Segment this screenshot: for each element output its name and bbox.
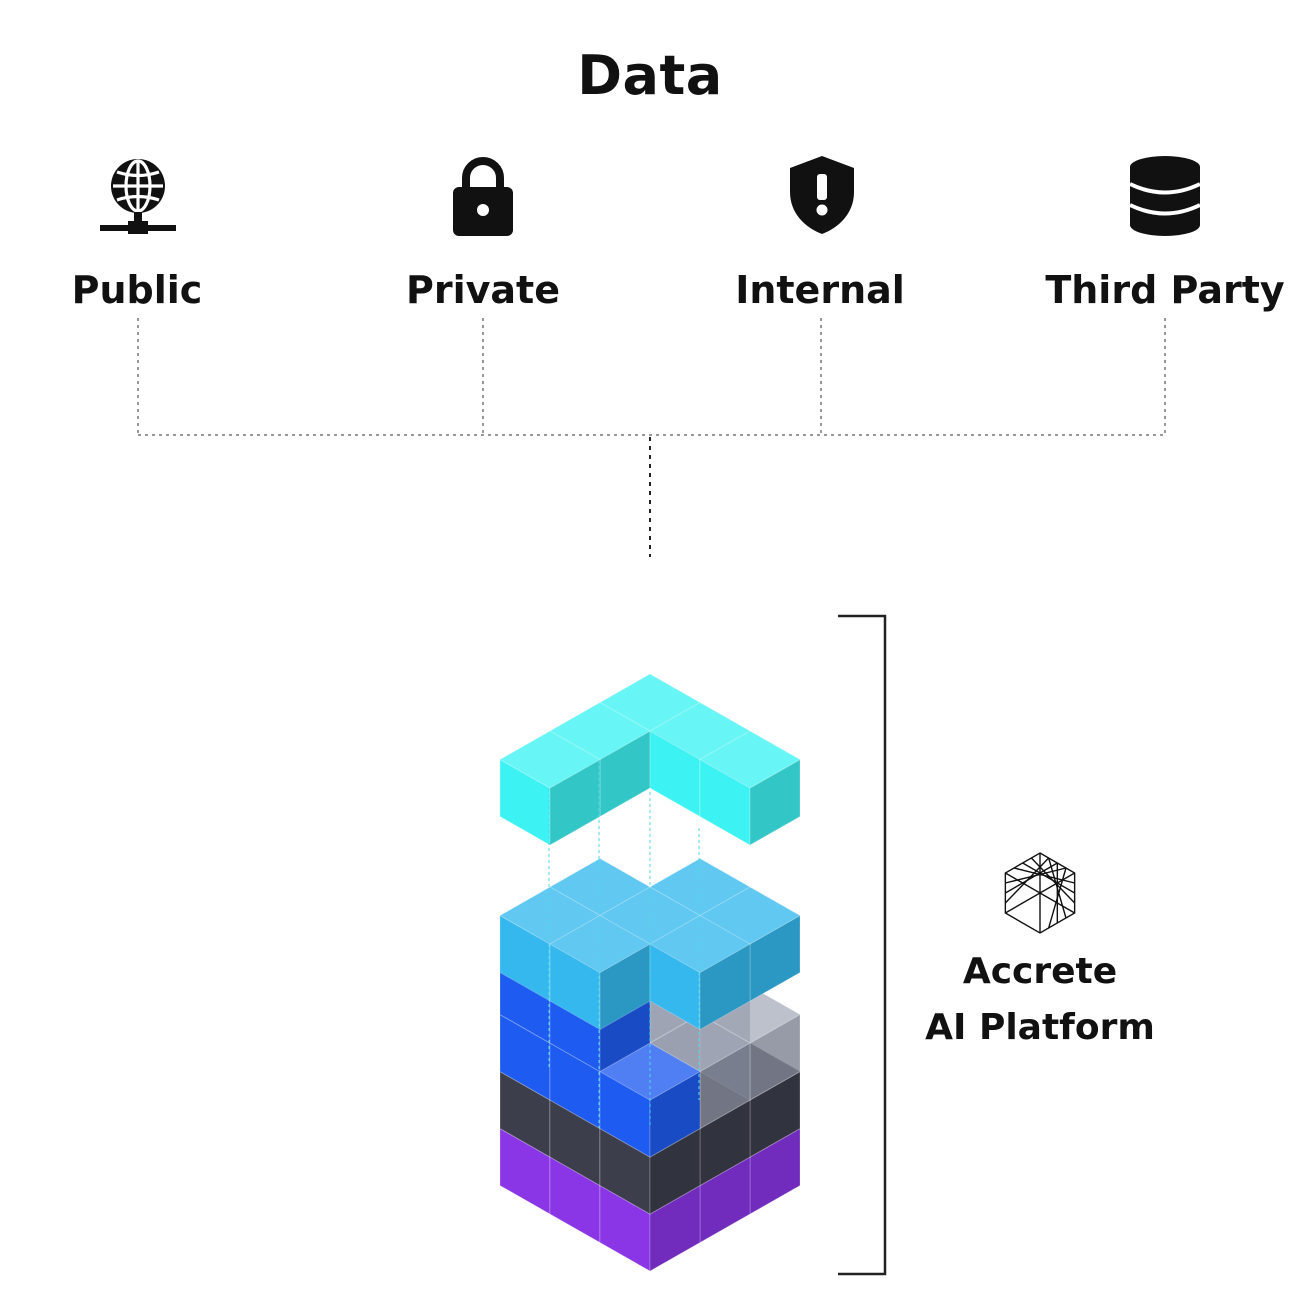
connector-lines (137, 318, 1166, 557)
platform-label-line1: Accrete (962, 951, 1118, 992)
cyan-layer-cube-0-2-top (498, 730, 602, 789)
globe-network-icon (100, 159, 176, 234)
hex-lattice-line (1005, 862, 1058, 894)
source-label-private: Private (406, 268, 560, 312)
hex-diagonal-line (1005, 872, 1075, 914)
platform-label-line2: AI Platform (925, 1007, 1155, 1048)
hexagon-lattice-icon (1004, 852, 1076, 934)
hex-lattice-line (1005, 867, 1067, 884)
database-icon (1129, 156, 1201, 236)
source-label-third-party: Third Party (1045, 268, 1285, 312)
padlock-icon (453, 157, 513, 236)
page-title: Data (577, 44, 723, 107)
platform-label: Accrete AI Platform (900, 944, 1180, 1056)
cyan-layer-cube-2-0-top (698, 730, 802, 789)
hex-lattice-line (1030, 857, 1076, 904)
shield-exclamation-icon (790, 156, 854, 234)
lightblue-layer-cube-2-1-top (648, 914, 752, 974)
source-label-public: Public (71, 268, 203, 312)
hex-lattice-line (1022, 862, 1075, 894)
lightblue-layer-cube-1-2-top (548, 914, 652, 974)
source-label-internal: Internal (735, 268, 905, 312)
hex-lattice-line (1047, 867, 1067, 929)
